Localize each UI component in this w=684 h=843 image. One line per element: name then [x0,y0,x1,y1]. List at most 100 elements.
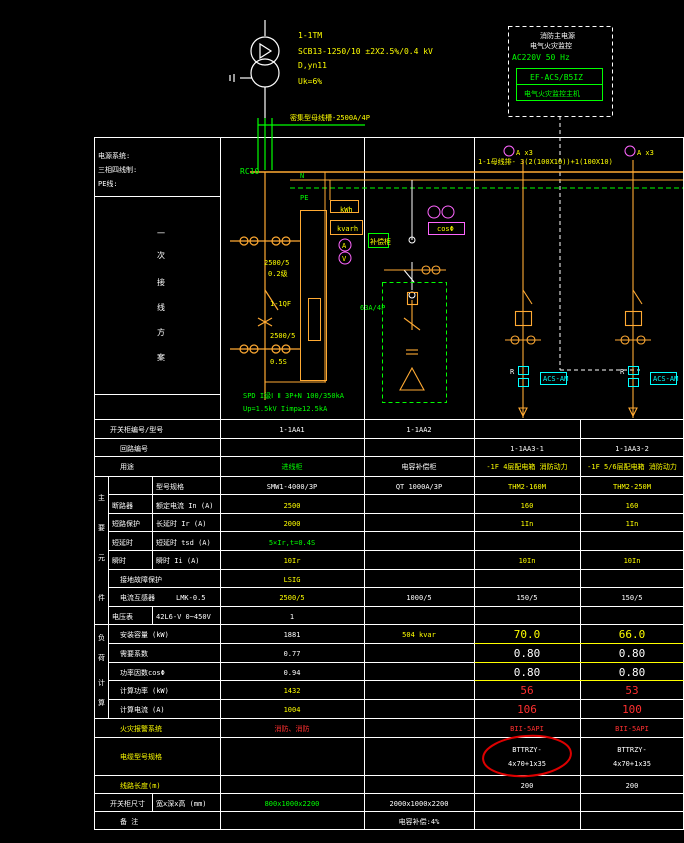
comp-0-c2: QT 1000A/3P [396,483,442,491]
fire-c3: BII-5API [510,725,544,733]
acs-b: ACS-AM [653,375,678,383]
dims-c1: 800x1000x2200 [265,800,320,808]
cos-label: cosΦ [437,225,454,233]
meter-circuit [265,172,363,383]
meter-circles [338,205,465,265]
calc-0-c3: 70.0 [514,628,541,641]
distance-c4: 200 [626,782,639,790]
comp-5-group: 接地故障保护 [120,575,162,584]
comp-6-c2: 1000/5 [406,594,431,602]
comp-2-group: 短路保护 [112,519,140,528]
vertical-label-4: 方 [157,327,165,337]
rc-label: RC10 [240,167,259,176]
ax3-a: A x3 [516,149,533,157]
comp-1-sub: 额定电流 In (A) [156,501,214,510]
spd2-label: Up=1.5kV Iimp≥12.5kA [243,405,328,413]
side-main-1: 要 [98,524,105,532]
capacitor-circuit [403,180,416,299]
comp-4-c3: 10In [519,557,536,565]
row-use-c4: -1F 5/6层配电箱 消防动力 [587,462,677,471]
row-panel-c2: 1-1AA2 [406,426,431,434]
calc-1-label: 需要系数 [120,649,148,658]
fire-monitor-module [516,68,603,101]
fire-c1: 消防、消防 [275,724,310,733]
panel-supply: AC220V 50 Hz [512,53,570,62]
comp-0-c1: SMW1-4000/3P [267,483,318,491]
distance-c3: 200 [521,782,534,790]
comp-3-c1: 5×Ir,t=0.4S [269,539,315,547]
transformer-name: 1-1TM [298,31,322,40]
calc-4-label: 计算电流 [120,705,148,714]
transformer-text: 1-1TM SCB13-1250/10 ±2X2.5%/0.4 kV D,yn1… [298,31,433,86]
panel-title-1: 消防主电源 [540,31,575,40]
comp-3-group: 短延时 [112,538,133,547]
cable-c4b: 4x70+1x35 [613,760,651,768]
comp-1-c1: 2500 [284,502,301,510]
table-grid [94,137,684,830]
comp-2-sub: 长延时 Ir (A) [156,519,207,528]
dims-c2: 2000x1000x2200 [389,800,448,808]
cable-c3b: 4x70+1x35 [508,760,546,768]
side-calc-2: 计 [98,678,105,687]
vertical-label-2: 接 [157,277,165,287]
calc-1-c4: 0.80 [619,647,646,660]
calc-3-unit: (kW) [152,687,169,695]
cap-label-box [368,233,389,248]
calc-4-unit: (A) [152,706,165,714]
row-use-c2: 电容补偿柜 [402,462,437,471]
remark-label: 备 注 [120,817,138,826]
panel-module-desc: 电气火灾监控主机 [524,89,580,98]
r-label-b: R [620,368,625,376]
vertical-label-1: 次 [157,250,165,260]
fire-label: 火灾报警系统 [120,724,162,733]
side-main-0: 主 [98,493,105,502]
feeder-ammeters [503,145,636,157]
comp-6-sub: LMK-0.5 [176,594,206,602]
comp-4-c1: 10Ir [284,557,301,565]
calc-highlight [474,643,684,681]
capacitor-ct [384,265,446,391]
row-use-c1: 进线柜 [282,462,303,471]
comp-7-group: 电压表 [112,612,133,621]
distance-label: 线路长度(m) [120,781,161,790]
spd-label: SPD I级Ⅰ Ⅱ 3P+N 100/350kA [243,391,345,400]
comp-0-sub: 型号规格 [156,482,184,491]
bus-main-label: 1-1母线排- 3(2(100X10))+1(100X10) [478,157,613,166]
rated-label: 63A/4P [360,304,385,312]
calc-3-c1: 1432 [284,687,301,695]
calc-2-label: 功率因数cosΦ [120,668,165,677]
transformer-uk: Uk=6% [298,77,322,86]
r-label-a: R [510,368,515,376]
incoming-circuit [230,172,300,400]
calc-0-unit: (kW) [152,631,169,639]
header-line-2: 三相四线制: [98,165,137,174]
meter-kwh: kWh [340,206,353,214]
ax3-b: A x3 [637,149,654,157]
busbar-label: 密集型母线槽-2500A/4P [290,113,370,122]
calc-2-c1: 0.94 [284,669,301,677]
row-circuit-c4: 1-1AA3-2 [615,445,649,453]
calc-0-label: 安装容量 [120,630,148,639]
comp-1-c3: 160 [521,502,534,510]
comp-2-c4: 1In [626,520,639,528]
comp-5-c1: LSIG [284,576,301,584]
side-calc-1: 荷 [98,653,105,662]
dims-sub: 宽x深x高 (mm) [156,799,207,808]
meter-kvarh: kvarh [337,225,358,233]
comp-4-c4: 10In [624,557,641,565]
annotation-circle [482,734,572,778]
feeder-circuits [505,160,651,418]
ct1-label: 2500/5 [264,259,289,267]
comp-2-c1: 2000 [284,520,301,528]
remark-c2: 电容补偿:4% [399,817,440,826]
comp-3-sub: 短延时 tsd (A) [156,538,211,547]
cable-label: 电缆型号规格 [120,752,162,761]
main-busbar [250,171,683,189]
comp-0-c4: THM2-250M [613,483,651,491]
breaker-label: 1-1QF [270,300,291,308]
calc-4-c1: 1004 [284,706,301,714]
calc-3-c4: 53 [625,684,638,697]
calc-3-label: 计算功率 [120,686,148,695]
vertical-label-3: 线 [157,302,165,312]
pe-label: PE [300,194,308,202]
